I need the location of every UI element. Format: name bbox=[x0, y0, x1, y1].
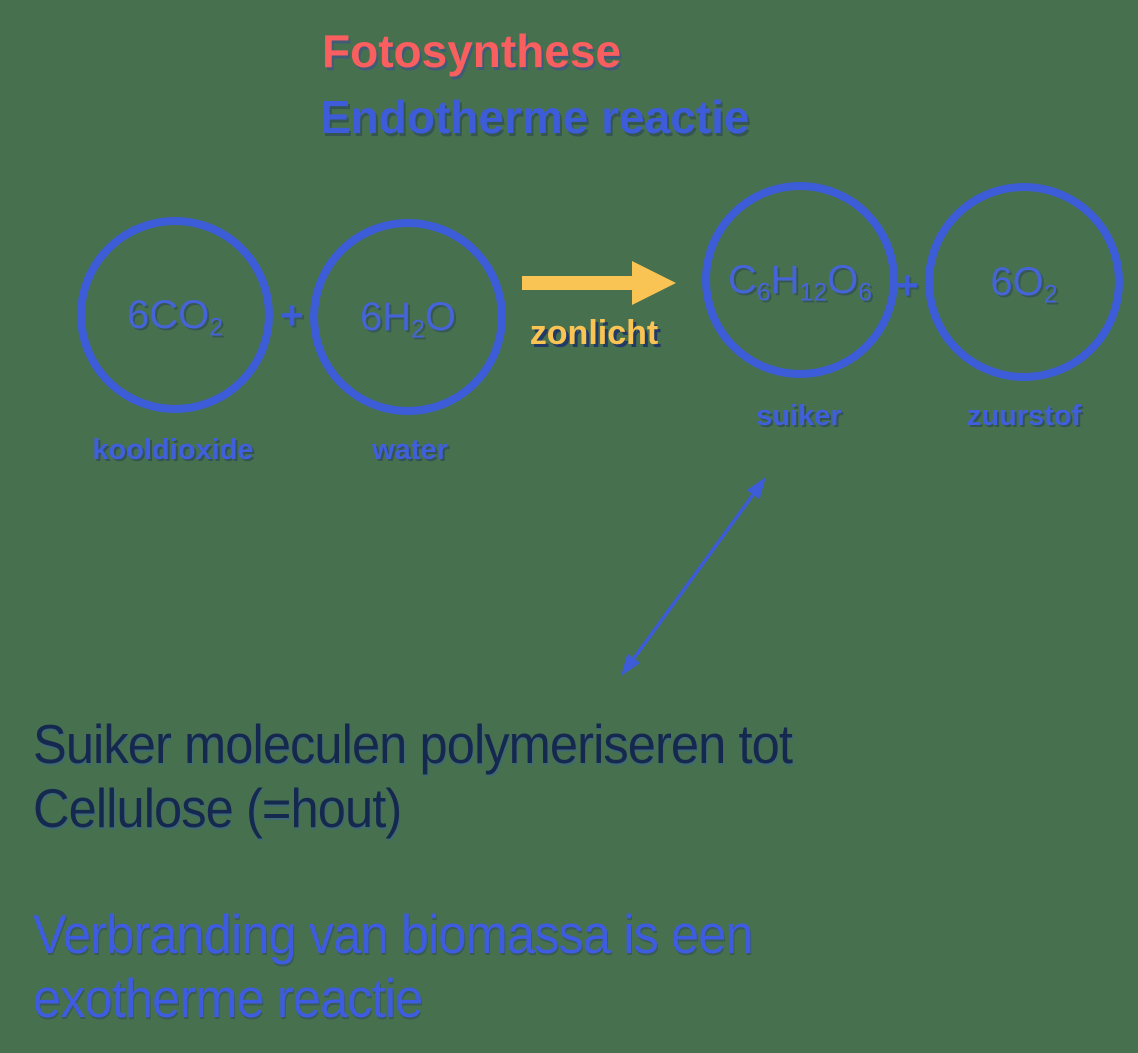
double-arrow-head-top bbox=[746, 477, 766, 500]
o2-formula-main: 6O bbox=[990, 259, 1044, 304]
glucose-o: O bbox=[827, 257, 859, 302]
o2-label: zuurstof bbox=[966, 400, 1082, 432]
combustion-note-line1: Verbranding van biomassa is een bbox=[33, 903, 754, 965]
double-arrow-icon bbox=[621, 477, 766, 676]
polymerisation-note: Suiker moleculen polymeriseren tot Cellu… bbox=[33, 712, 793, 840]
co2-formula-main: 6CO bbox=[126, 292, 210, 337]
h2o-formula-o: O bbox=[424, 294, 457, 339]
o2-formula: 6O2 bbox=[990, 259, 1058, 308]
co2-formula-sub: 2 bbox=[209, 313, 224, 341]
glucose-circle: C6H12O6 bbox=[702, 182, 898, 378]
slide-subtitle: Endotherme reactie bbox=[320, 91, 750, 143]
co2-formula: 6CO2 bbox=[126, 292, 224, 341]
reaction-arrow-icon bbox=[522, 261, 676, 305]
h2o-formula: 6H2O bbox=[359, 294, 457, 343]
plus-sign-products: + bbox=[895, 263, 919, 308]
glucose-h-sub: 12 bbox=[799, 278, 828, 306]
glucose-o-sub: 6 bbox=[858, 278, 873, 306]
double-arrow-line bbox=[632, 493, 755, 660]
double-arrow-head-bottom bbox=[621, 653, 641, 676]
o2-circle: 6O2 bbox=[925, 183, 1123, 381]
slide-title: Fotosynthese bbox=[322, 25, 622, 77]
plus-sign-reactants: + bbox=[280, 293, 304, 338]
glucose-c-sub: 6 bbox=[756, 278, 771, 306]
co2-label: kooldioxide bbox=[92, 434, 254, 466]
glucose-formula: C6H12O6 bbox=[727, 257, 873, 306]
polymerisation-note-line2: Cellulose (=hout) bbox=[33, 777, 402, 839]
glucose-c: C bbox=[727, 257, 757, 302]
glucose-label: suiker bbox=[756, 400, 842, 432]
co2-circle: 6CO2 bbox=[77, 217, 273, 413]
h2o-formula-sub: 2 bbox=[411, 315, 425, 343]
sunlight-label: zonlicht bbox=[529, 314, 659, 352]
h2o-label: water bbox=[372, 434, 448, 466]
polymerisation-note-line1: Suiker moleculen polymeriseren tot bbox=[33, 713, 793, 775]
h2o-formula-main: 6H bbox=[359, 294, 412, 339]
combustion-note: Verbranding van biomassa is een exotherm… bbox=[33, 902, 754, 1030]
glucose-h: H bbox=[770, 257, 800, 302]
h2o-circle: 6H2O bbox=[310, 219, 506, 415]
combustion-note-line2: exotherme reactie bbox=[33, 967, 423, 1029]
o2-formula-sub: 2 bbox=[1043, 280, 1058, 308]
